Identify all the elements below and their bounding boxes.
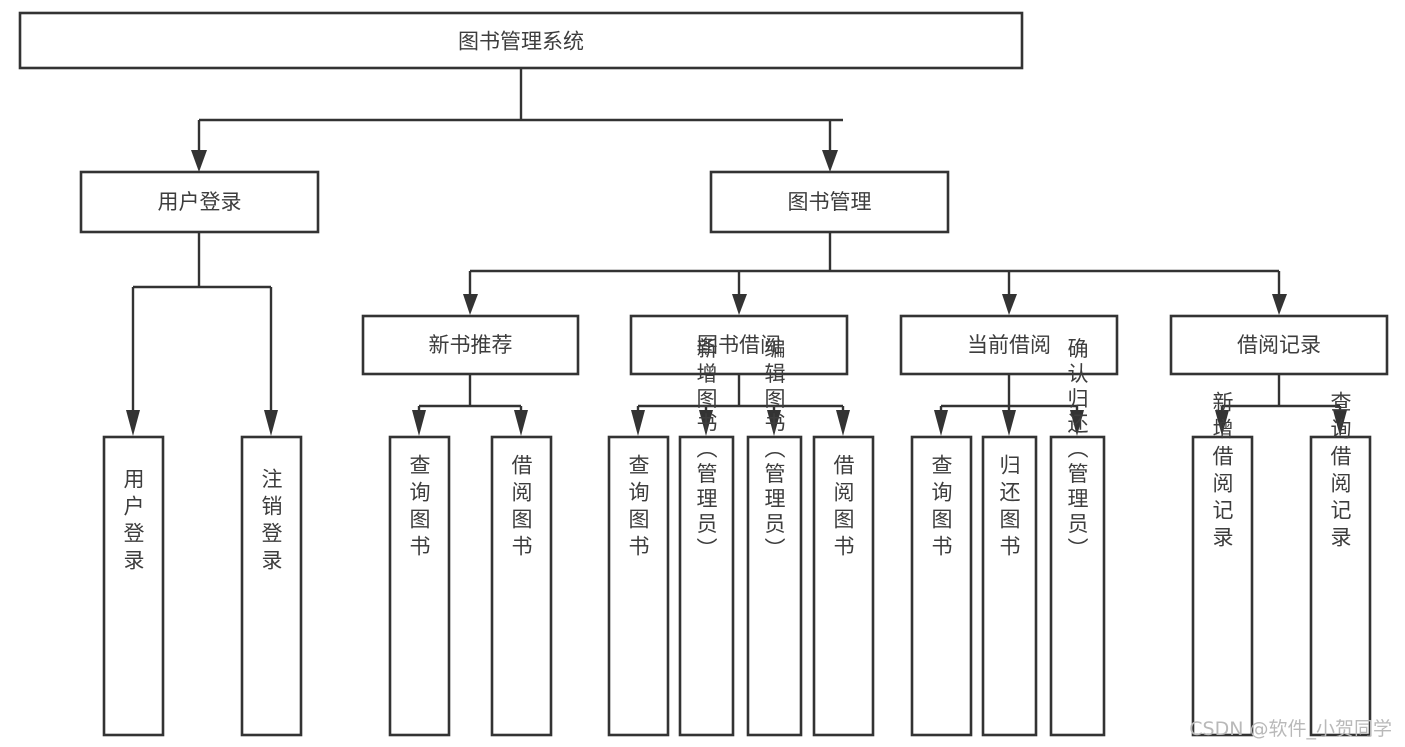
arrow-to-new-book-recommend	[463, 294, 478, 315]
leaf-bb-query-book-box[interactable]	[607, 435, 670, 737]
node-current-borrow[interactable]: 当前借阅	[899, 314, 1119, 376]
node-current-borrow-label: 当前借阅	[967, 333, 1051, 357]
leaf-nbr-borrow-book-box[interactable]	[490, 435, 553, 737]
arrow-nbr-leaf-1	[412, 410, 426, 436]
arrow-cb-leaf-1	[934, 410, 948, 436]
leaf-logout-label: 注销登录	[259, 468, 283, 576]
arrow-to-leaf-logout	[264, 410, 278, 436]
leaf-cb-query-book-box[interactable]	[910, 435, 973, 737]
csdn-watermark: CSDN @软件_小贺同学	[1189, 718, 1392, 740]
leaf-logout-box[interactable]	[240, 435, 303, 737]
leaf-cb-return-book[interactable]: 归还图书	[981, 435, 1038, 737]
leaf-cb-confirm-return-label: 确认归还（管理员）	[1065, 338, 1089, 563]
arrow-to-book-borrow	[732, 294, 747, 315]
leaf-cb-confirm-return[interactable]: 确认归还（管理员）	[1049, 338, 1106, 737]
node-book-borrow[interactable]: 图书借阅	[629, 314, 849, 376]
node-new-book-recommend[interactable]: 新书推荐	[361, 314, 580, 376]
node-user-login[interactable]: 用户登录	[79, 170, 320, 234]
node-borrow-record-label: 借阅记录	[1237, 333, 1321, 357]
leaf-cb-query-book[interactable]: 查询图书	[910, 435, 973, 737]
arrow-bb-leaf-3	[767, 410, 781, 436]
arrow-to-borrow-record	[1272, 294, 1287, 315]
arrow-to-current-borrow	[1002, 294, 1017, 315]
leaf-bb-query-book[interactable]: 查询图书	[607, 435, 670, 737]
arrow-br-leaf-1	[1215, 410, 1229, 436]
node-borrow-record-box[interactable]	[1169, 314, 1389, 376]
leaf-cb-return-book-label: 归还图书	[997, 454, 1021, 562]
leaf-bb-add-book-box[interactable]	[678, 435, 735, 737]
leaf-br-add-record-box[interactable]	[1191, 435, 1254, 737]
leaf-bb-edit-book-box[interactable]	[746, 435, 803, 737]
leaf-bb-borrow-book-box[interactable]	[812, 435, 875, 737]
node-new-book-recommend-box[interactable]	[361, 314, 580, 376]
leaf-nbr-query-book[interactable]: 查询图书	[388, 435, 451, 737]
arrow-root-to-user-login	[191, 150, 207, 172]
leaf-bb-borrow-book-label: 借阅图书	[831, 454, 855, 562]
node-user-login-box[interactable]	[79, 170, 320, 234]
leaf-br-query-record-box[interactable]	[1309, 435, 1372, 737]
node-root[interactable]: 图书管理系统	[18, 11, 1024, 70]
arrow-cb-leaf-3	[1070, 410, 1084, 436]
leaf-user-login-label: 用户登录	[121, 468, 145, 576]
leaf-br-query-record-label: 查询借阅记录	[1328, 391, 1352, 553]
arrow-root-to-book-manage	[822, 150, 838, 172]
leaf-bb-borrow-book[interactable]: 借阅图书	[812, 435, 875, 737]
arrow-cb-leaf-2	[1002, 410, 1016, 436]
arrow-bb-leaf-4	[836, 410, 850, 436]
arrow-bb-leaf-1	[631, 410, 645, 436]
leaf-logout[interactable]: 注销登录	[240, 435, 303, 737]
leaf-bb-add-book-label: 新增图书（管理员）	[694, 338, 718, 563]
leaf-bb-edit-book[interactable]: 编辑图书（管理员）	[746, 338, 803, 737]
leaf-cb-query-book-label: 查询图书	[929, 454, 953, 562]
leaf-nbr-query-book-label: 查询图书	[407, 454, 431, 562]
arrow-bb-leaf-2	[699, 410, 713, 436]
node-new-book-recommend-label: 新书推荐	[429, 333, 513, 357]
leaf-cb-confirm-return-box[interactable]	[1049, 435, 1106, 737]
node-book-borrow-label: 图书借阅	[697, 333, 781, 357]
node-book-management-label: 图书管理	[788, 190, 872, 214]
node-user-login-label: 用户登录	[158, 190, 242, 214]
node-current-borrow-box[interactable]	[899, 314, 1119, 376]
arrow-nbr-leaf-2	[514, 410, 528, 436]
node-book-management-box[interactable]	[709, 170, 950, 234]
leaf-bb-query-book-label: 查询图书	[626, 454, 650, 562]
node-book-borrow-box[interactable]	[629, 314, 849, 376]
node-root-box[interactable]	[18, 11, 1024, 70]
leaf-bb-edit-book-label: 编辑图书（管理员）	[762, 338, 786, 563]
node-root-label: 图书管理系统	[458, 30, 584, 54]
leaf-user-login[interactable]: 用户登录	[102, 435, 165, 737]
leaf-bb-add-book[interactable]: 新增图书（管理员）	[678, 338, 735, 737]
leaf-user-login-box[interactable]	[102, 435, 165, 737]
leaf-br-add-record[interactable]: 新增借阅记录	[1191, 391, 1254, 737]
node-book-management[interactable]: 图书管理	[709, 170, 950, 234]
arrow-to-leaf-user-login	[126, 410, 140, 436]
leaf-nbr-query-book-box[interactable]	[388, 435, 451, 737]
leaf-nbr-borrow-book-label: 借阅图书	[509, 454, 533, 562]
connector-layer	[126, 68, 1347, 436]
leaf-br-add-record-label: 新增借阅记录	[1210, 391, 1234, 553]
leaf-br-query-record[interactable]: 查询借阅记录	[1309, 391, 1372, 737]
leaf-cb-return-book-box[interactable]	[981, 435, 1038, 737]
node-borrow-record[interactable]: 借阅记录	[1169, 314, 1389, 376]
leaf-nbr-borrow-book[interactable]: 借阅图书	[490, 435, 553, 737]
arrow-br-leaf-2	[1333, 410, 1347, 436]
